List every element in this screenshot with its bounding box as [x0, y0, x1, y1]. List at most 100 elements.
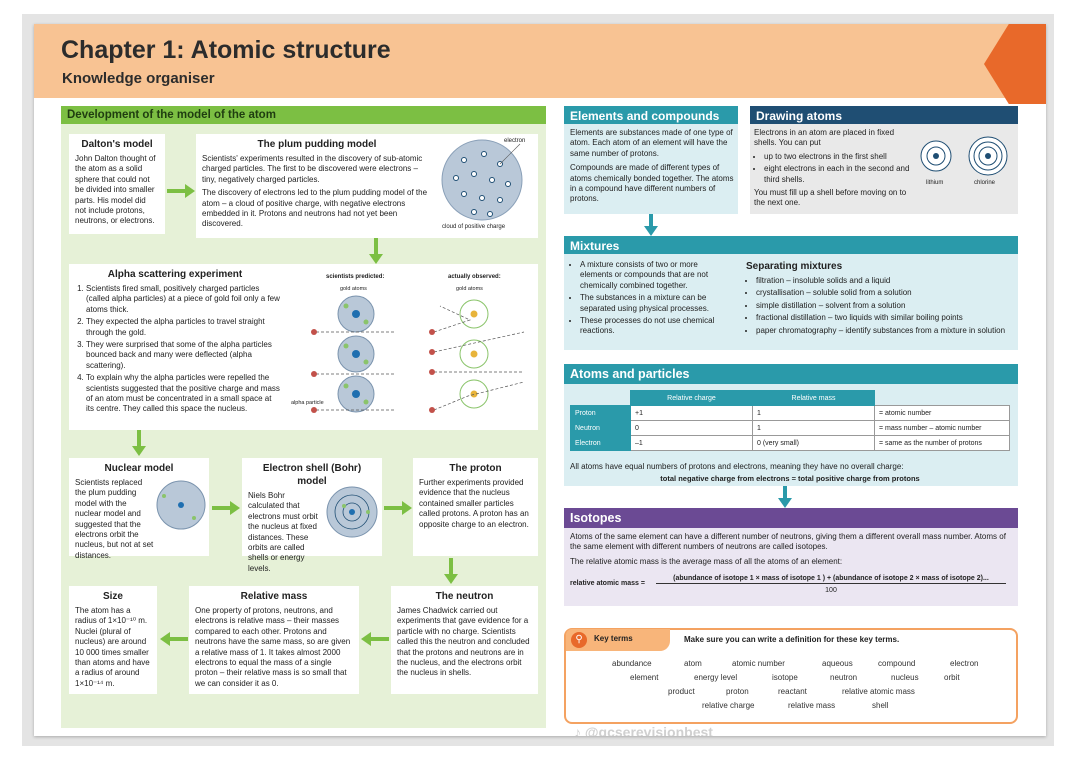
nuclear-model-diagram	[156, 480, 206, 530]
mixture-bullet: These processes do not use chemical reac…	[580, 316, 720, 337]
size-text: The atom has a radius of 1×10⁻¹⁰ m. Nucl…	[75, 606, 150, 688]
alpha-scattering-box: Alpha scattering experiment Scientists f…	[69, 264, 538, 430]
key-term: product	[668, 687, 695, 696]
proton-title: The proton	[449, 463, 502, 474]
arrow-down-icon	[444, 558, 458, 584]
drawing-atoms-text: Electrons in an atom are placed in fixed…	[754, 128, 914, 209]
alpha-step: They were surprised that some of the alp…	[86, 340, 280, 371]
cell-charge: +1	[630, 405, 753, 421]
row-label: Electron	[570, 435, 631, 451]
relative-mass-box: Relative mass One property of protons, n…	[189, 586, 359, 694]
key-term: relative atomic mass	[842, 687, 915, 696]
page-title: Chapter 1: Atomic structure	[61, 36, 391, 64]
particles-table: Relative charge Relative mass Proton +1 …	[570, 390, 1010, 451]
formula-denominator: 100	[825, 587, 837, 594]
alpha-step: To explain why the alpha particles were …	[86, 373, 280, 415]
alpha-step: They expected the alpha particles to tra…	[86, 317, 280, 338]
key-term: element	[630, 673, 659, 682]
separating-method: fractional distillation – two liquids wi…	[756, 313, 1014, 323]
nuclear-title: Nuclear model	[104, 463, 174, 474]
size-title: Size	[102, 591, 123, 602]
mixtures-panel	[564, 254, 1018, 350]
arrow-right-icon	[167, 184, 195, 198]
bohr-title: Electron shell (Bohr) model	[262, 463, 362, 487]
table-row: Neutron 0 1 = mass number – atomic numbe…	[570, 420, 1010, 436]
page-header: Chapter 1: Atomic structure Knowledge or…	[34, 24, 1046, 104]
atoms-summary: All atoms have equal numbers of protons …	[570, 462, 904, 471]
bohr-model-diagram	[326, 486, 378, 538]
mixtures-heading: Mixtures	[564, 236, 1018, 256]
relative-atomic-mass-text: The relative atomic mass is the average …	[570, 557, 843, 566]
drawing-atoms-heading: Drawing atoms	[750, 106, 1018, 126]
page-subtitle: Knowledge organiser	[62, 70, 215, 87]
table-row: Electron –1 0 (very small) = same as the…	[570, 435, 1010, 451]
table-row: Proton +1 1 = atomic number	[570, 405, 1010, 421]
dalton-title: Dalton's model	[81, 139, 153, 150]
elements-definition: Elements are substances made of one type…	[570, 128, 733, 158]
key-term: electron	[950, 659, 979, 668]
plum-pudding-diagram	[441, 139, 523, 221]
row-label: Proton	[570, 405, 631, 421]
col-relative-mass: Relative mass	[752, 390, 875, 406]
neutron-text: James Chadwick carried out experiments t…	[397, 606, 530, 678]
elements-heading: Elements and compounds	[564, 106, 738, 126]
cell-mass: 1	[752, 420, 875, 436]
key-terms-badge: ⚲ Key terms	[566, 629, 670, 651]
shell-diagrams	[920, 136, 1008, 176]
electron-label: electron	[504, 138, 526, 144]
watermark: ♪ @gcserevisionbest	[574, 724, 713, 736]
neutron-title: The neutron	[435, 591, 494, 602]
arrow-right-icon	[212, 501, 240, 515]
key-term: reactant	[778, 687, 807, 696]
alpha-title: Alpha scattering experiment	[107, 269, 243, 280]
gold-atoms-label-2: gold atoms	[456, 286, 483, 292]
key-term: proton	[726, 687, 749, 696]
formula-numerator: (abundance of isotope 1 × mass of isotop…	[656, 574, 1006, 585]
key-term: energy level	[694, 673, 738, 682]
row-label: Neutron	[570, 420, 631, 436]
chlorine-label: chlorine	[974, 180, 996, 186]
proton-box: The proton Further experiments provided …	[413, 458, 538, 556]
development-heading: Development of the model of the atom	[61, 106, 546, 124]
drawing-atoms-panel	[750, 124, 1018, 214]
arrow-down-icon	[132, 430, 146, 456]
predicted-label: scientists predicted:	[326, 274, 385, 280]
relative-mass-text: One property of protons, neutrons, and e…	[195, 606, 351, 688]
key-term: abundance	[612, 659, 652, 668]
plum-pudding-title: The plum pudding model	[257, 139, 377, 150]
bohr-text: Niels Bohr calculated that electrons mus…	[248, 491, 318, 573]
knowledge-organiser-page: Chapter 1: Atomic structure Knowledge or…	[34, 24, 1046, 736]
key-term: isotope	[772, 673, 798, 682]
key-term: atomic number	[732, 659, 785, 668]
key-term: shell	[872, 701, 889, 710]
alpha-step: Scientists fired small, positively charg…	[86, 284, 280, 315]
key-term: nucleus	[891, 673, 919, 682]
dalton-text: John Dalton thought of the atom as a sol…	[75, 154, 156, 226]
key-term: compound	[878, 659, 916, 668]
cell-charge: –1	[630, 435, 753, 451]
separating-method: paper chromatography – identify substanc…	[756, 326, 1014, 336]
key-term: neutron	[830, 673, 858, 682]
corner-arrow-decoration	[984, 24, 1046, 104]
col-relative-charge: Relative charge	[630, 390, 753, 406]
elements-panel	[564, 124, 738, 214]
mixture-bullet: The substances in a mixture can be separ…	[580, 293, 720, 314]
elements-text: Elements are substances made of one type…	[570, 128, 734, 205]
key-terms-instruction: Make sure you can write a definition for…	[684, 635, 900, 644]
arrow-down-icon	[778, 486, 792, 508]
separating-mixtures: Separating mixtures filtration – insolub…	[746, 260, 1014, 338]
isotopes-text: Atoms of the same element can have a dif…	[570, 532, 1006, 552]
drawing-bullet: up to two electrons in the first shell	[764, 152, 914, 162]
arrow-down-icon	[644, 214, 658, 236]
lithium-label: lithium	[926, 180, 944, 186]
observed-label: actually observed:	[448, 274, 501, 280]
relative-mass-title: Relative mass	[240, 591, 308, 602]
cell-note: = same as the number of protons	[874, 435, 1010, 451]
plum-pudding-text-1: Scientists' experiments resulted in the …	[202, 154, 423, 184]
neutron-box: The neutron James Chadwick carried out e…	[391, 586, 538, 694]
cloud-label: cloud of positive charge	[442, 224, 506, 230]
nuclear-model-box: Nuclear model Scientists replaced the pl…	[69, 458, 209, 560]
nuclear-text: Scientists replaced the plum pudding mod…	[75, 478, 154, 560]
arrow-down-icon	[369, 238, 383, 264]
drawing-bullet: eight electrons in each in the second an…	[764, 164, 914, 185]
